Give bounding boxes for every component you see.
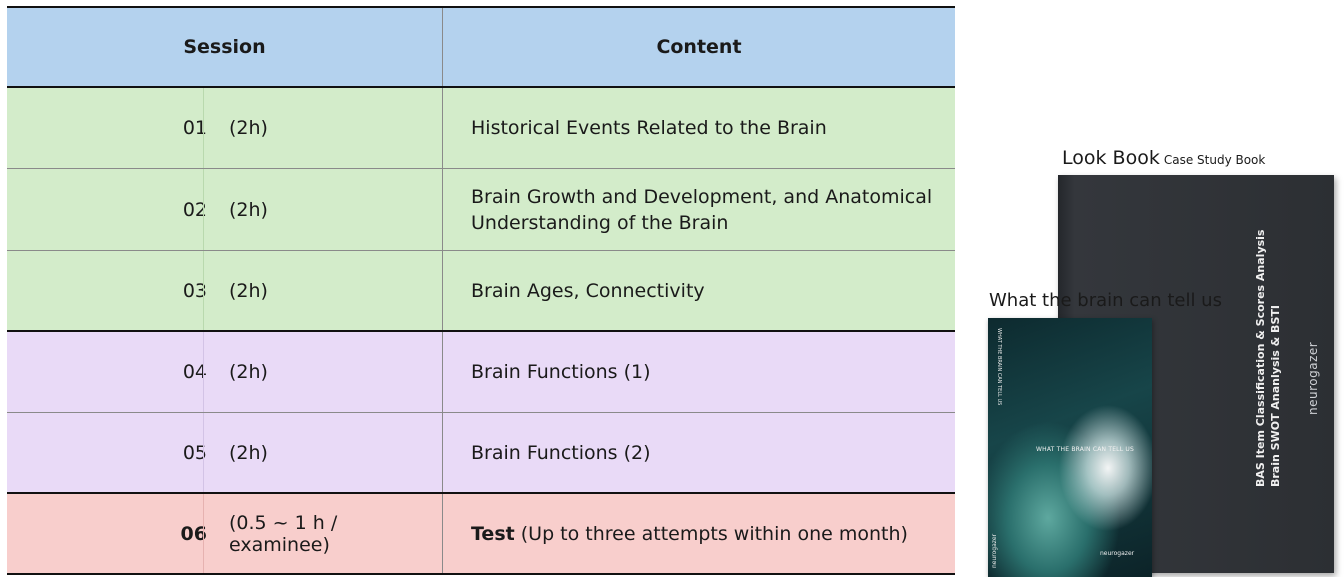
session-content: Brain Functions (1) <box>471 361 651 383</box>
session-content: Test (Up to three attempts within one mo… <box>443 494 955 573</box>
table-row: 02 (2h) Brain Growth and Development, an… <box>7 169 955 251</box>
session-duration: (2h) <box>229 279 268 302</box>
header-session: Session <box>7 8 443 86</box>
session-duration: (2h) <box>229 441 268 464</box>
divider <box>203 332 204 412</box>
divider <box>203 88 204 168</box>
divider <box>203 251 204 330</box>
session-number: 02 <box>182 198 207 221</box>
session-number: 03 <box>182 279 207 302</box>
case-book-title: BAS Item Classification & Scores Analysi… <box>1248 230 1288 495</box>
session-number: 06 <box>180 522 207 545</box>
brain-book-title: WHAT THE BRAIN CAN TELL US <box>1036 446 1134 453</box>
session-content: Historical Events Related to the Brain <box>471 117 827 139</box>
brain-book-spine-brand: neurogazer <box>991 533 998 568</box>
session-duration: (0.5 ~ 1 h / examinee) <box>229 511 338 556</box>
case-book-title-line1: BAS Item Classification & Scores Analysi… <box>1254 229 1267 488</box>
table-row: 03 (2h) Brain Ages, Connectivity <box>7 251 955 332</box>
casestudy-label: Case Study Book <box>1163 153 1266 167</box>
session-table: Session Content 01 (2h) Historical Event… <box>7 6 955 575</box>
session-duration: (2h) <box>229 198 268 221</box>
divider <box>203 494 204 573</box>
session-content: Brain Growth and Development, and Anatom… <box>471 185 933 234</box>
lookbook-title: Look Book <box>1062 147 1160 169</box>
session-content: Brain Ages, Connectivity <box>471 279 705 302</box>
session-number: 04 <box>182 361 207 383</box>
test-detail: (Up to three attempts within one month) <box>514 522 908 545</box>
case-book-title-line2: Brain SWOT Ananlysis & BSTI <box>1269 305 1282 487</box>
table-header: Session Content <box>7 6 955 88</box>
header-content: Content <box>656 36 742 58</box>
session-number: 05 <box>182 441 207 464</box>
divider <box>203 413 204 492</box>
session-number: 01 <box>182 117 207 139</box>
session-content: Brain Functions (2) <box>471 441 651 464</box>
session-duration: (2h) <box>229 361 268 383</box>
table-row: 01 (2h) Historical Events Related to the… <box>7 88 955 169</box>
brain-book-label: What the brain can tell us <box>989 290 1222 311</box>
test-label: Test <box>471 522 515 545</box>
brain-book-brand: neurogazer <box>1100 550 1135 557</box>
table-row: 05 (2h) Brain Functions (2) <box>7 413 955 494</box>
brain-book-cover: WHAT THE BRAIN CAN TELL US WHAT THE BRAI… <box>988 318 1152 577</box>
table-row: 06 (0.5 ~ 1 h / examinee) Test (Up to th… <box>7 494 955 575</box>
session-duration: (2h) <box>229 117 268 139</box>
divider <box>203 169 204 250</box>
table-row: 04 (2h) Brain Functions (1) <box>7 332 955 413</box>
case-book-brand: neurogazer <box>1306 341 1320 415</box>
brain-book-spine-title: WHAT THE BRAIN CAN TELL US <box>996 328 1002 406</box>
